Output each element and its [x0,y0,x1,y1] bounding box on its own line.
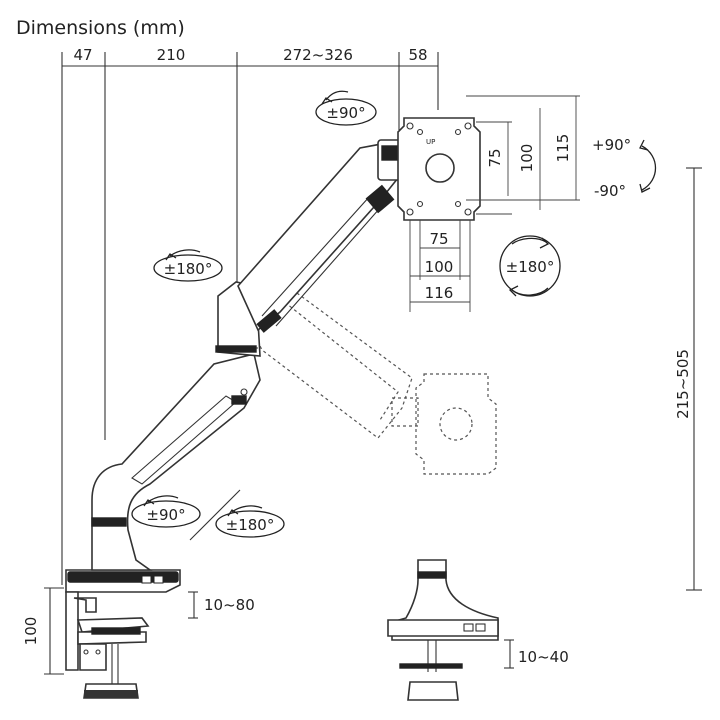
vesa-100-width: 100 [425,258,454,276]
clamp-desk-thickness-dimension: 10~80 [188,591,255,619]
vesa-100-height: 100 [518,144,536,173]
head-tilt-rotation: ±90° [315,90,377,126]
plate-rotation-label: ±180° [506,258,555,276]
clamp-height-dimension: 100 [22,587,64,675]
elbow-rotation: ±180° [153,249,223,282]
dim-47: 47 [73,46,92,64]
grommet-desk-thickness-label: 10~40 [518,648,569,666]
base-rotation: ±180° [189,489,285,541]
diagram-title: Dimensions (mm) [16,17,185,39]
height-range-label: 215~505 [674,349,692,419]
head-tilt-label: ±90° [326,104,365,122]
lower-arm [91,353,261,571]
desk-clamp [65,569,181,699]
dim-210: 210 [157,46,186,64]
ghost-arm-position [237,281,497,475]
vesa-116-width: 116 [425,284,454,302]
grommet-desk-thickness-dimension: 10~40 [504,639,569,669]
clamp-height-label: 100 [22,617,40,646]
monitor-head: UP [377,117,481,221]
vesa-75-height: 75 [486,148,504,167]
plate-rotation: ±180° [499,235,561,297]
vesa-75-width: 75 [429,230,448,248]
top-dimension-chain: 47 210 272~326 58 [61,46,439,585]
up-mark: UP [426,138,435,146]
clamp-desk-thickness-label: 10~80 [204,596,255,614]
vesa-height-dimensions: 75 100 115 [466,95,580,215]
height-range-dimension: 215~505 [674,167,702,591]
upper-arm [237,141,399,333]
tilt-down-label: -90° [594,182,626,200]
dim-58: 58 [408,46,427,64]
grommet-base [387,559,499,701]
base-rotation-label: ±180° [226,516,275,534]
base-swivel-rotation: ±90° [131,495,201,528]
vesa-width-dimensions: 75 100 116 [409,220,471,312]
tilt-up-label: +90° [592,136,631,154]
vesa-115-height: 115 [554,134,572,163]
tilt-rotation: +90° -90° [592,136,656,200]
elbow-rotation-label: ±180° [164,260,213,278]
dim-272-326: 272~326 [283,46,353,64]
base-swivel-label: ±90° [146,506,185,524]
